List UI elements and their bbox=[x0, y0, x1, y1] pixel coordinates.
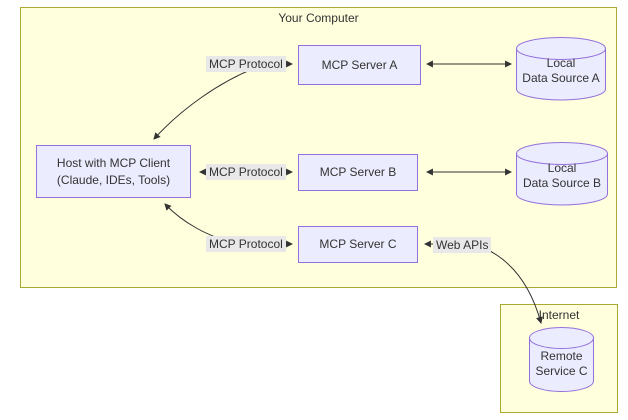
label-line1: Remote bbox=[540, 349, 583, 363]
node-local-data-source-b-label: Local Data Source B bbox=[516, 161, 608, 191]
node-mcp-server-b-label: MCP Server B bbox=[319, 165, 397, 179]
node-host-label-line1: Host with MCP Client bbox=[56, 155, 171, 170]
node-mcp-server-c: MCP Server C bbox=[298, 226, 418, 263]
label-line2: Data Source A bbox=[522, 71, 600, 85]
edge-label-web-apis: Web APIs bbox=[433, 237, 492, 253]
node-local-data-source-b: Local Data Source B bbox=[516, 142, 608, 206]
node-mcp-server-a: MCP Server A bbox=[298, 45, 421, 85]
cylinder-shape bbox=[516, 142, 608, 206]
node-local-data-source-a-label: Local Data Source A bbox=[516, 56, 606, 86]
edge-label-mcp-protocol-a: MCP Protocol bbox=[206, 56, 286, 72]
node-mcp-server-c-label: MCP Server C bbox=[319, 237, 397, 251]
node-host-label-line2: (Claude, IDEs, Tools) bbox=[56, 172, 171, 187]
label-line2: Service C bbox=[535, 364, 588, 378]
node-host-with-mcp-client: Host with MCP Client (Claude, IDEs, Tool… bbox=[36, 145, 191, 198]
node-remote-service-c: Remote Service C bbox=[529, 327, 594, 392]
node-remote-service-c-label: Remote Service C bbox=[529, 349, 594, 379]
node-local-data-source-a: Local Data Source A bbox=[516, 37, 606, 101]
label-line1: Local bbox=[547, 161, 577, 175]
edge-label-mcp-protocol-c: MCP Protocol bbox=[206, 236, 286, 252]
node-mcp-server-b: MCP Server B bbox=[298, 154, 418, 191]
label-line2: Data Source B bbox=[522, 176, 602, 190]
cluster-your-computer-label: Your Computer bbox=[278, 11, 359, 25]
label-line1: Local bbox=[546, 56, 576, 70]
cluster-internet-label: Internet bbox=[538, 308, 580, 322]
cylinder-shape bbox=[529, 327, 594, 392]
cylinder-shape bbox=[516, 37, 606, 101]
edge-label-mcp-protocol-b: MCP Protocol bbox=[206, 164, 286, 180]
node-mcp-server-a-label: MCP Server A bbox=[321, 57, 398, 72]
